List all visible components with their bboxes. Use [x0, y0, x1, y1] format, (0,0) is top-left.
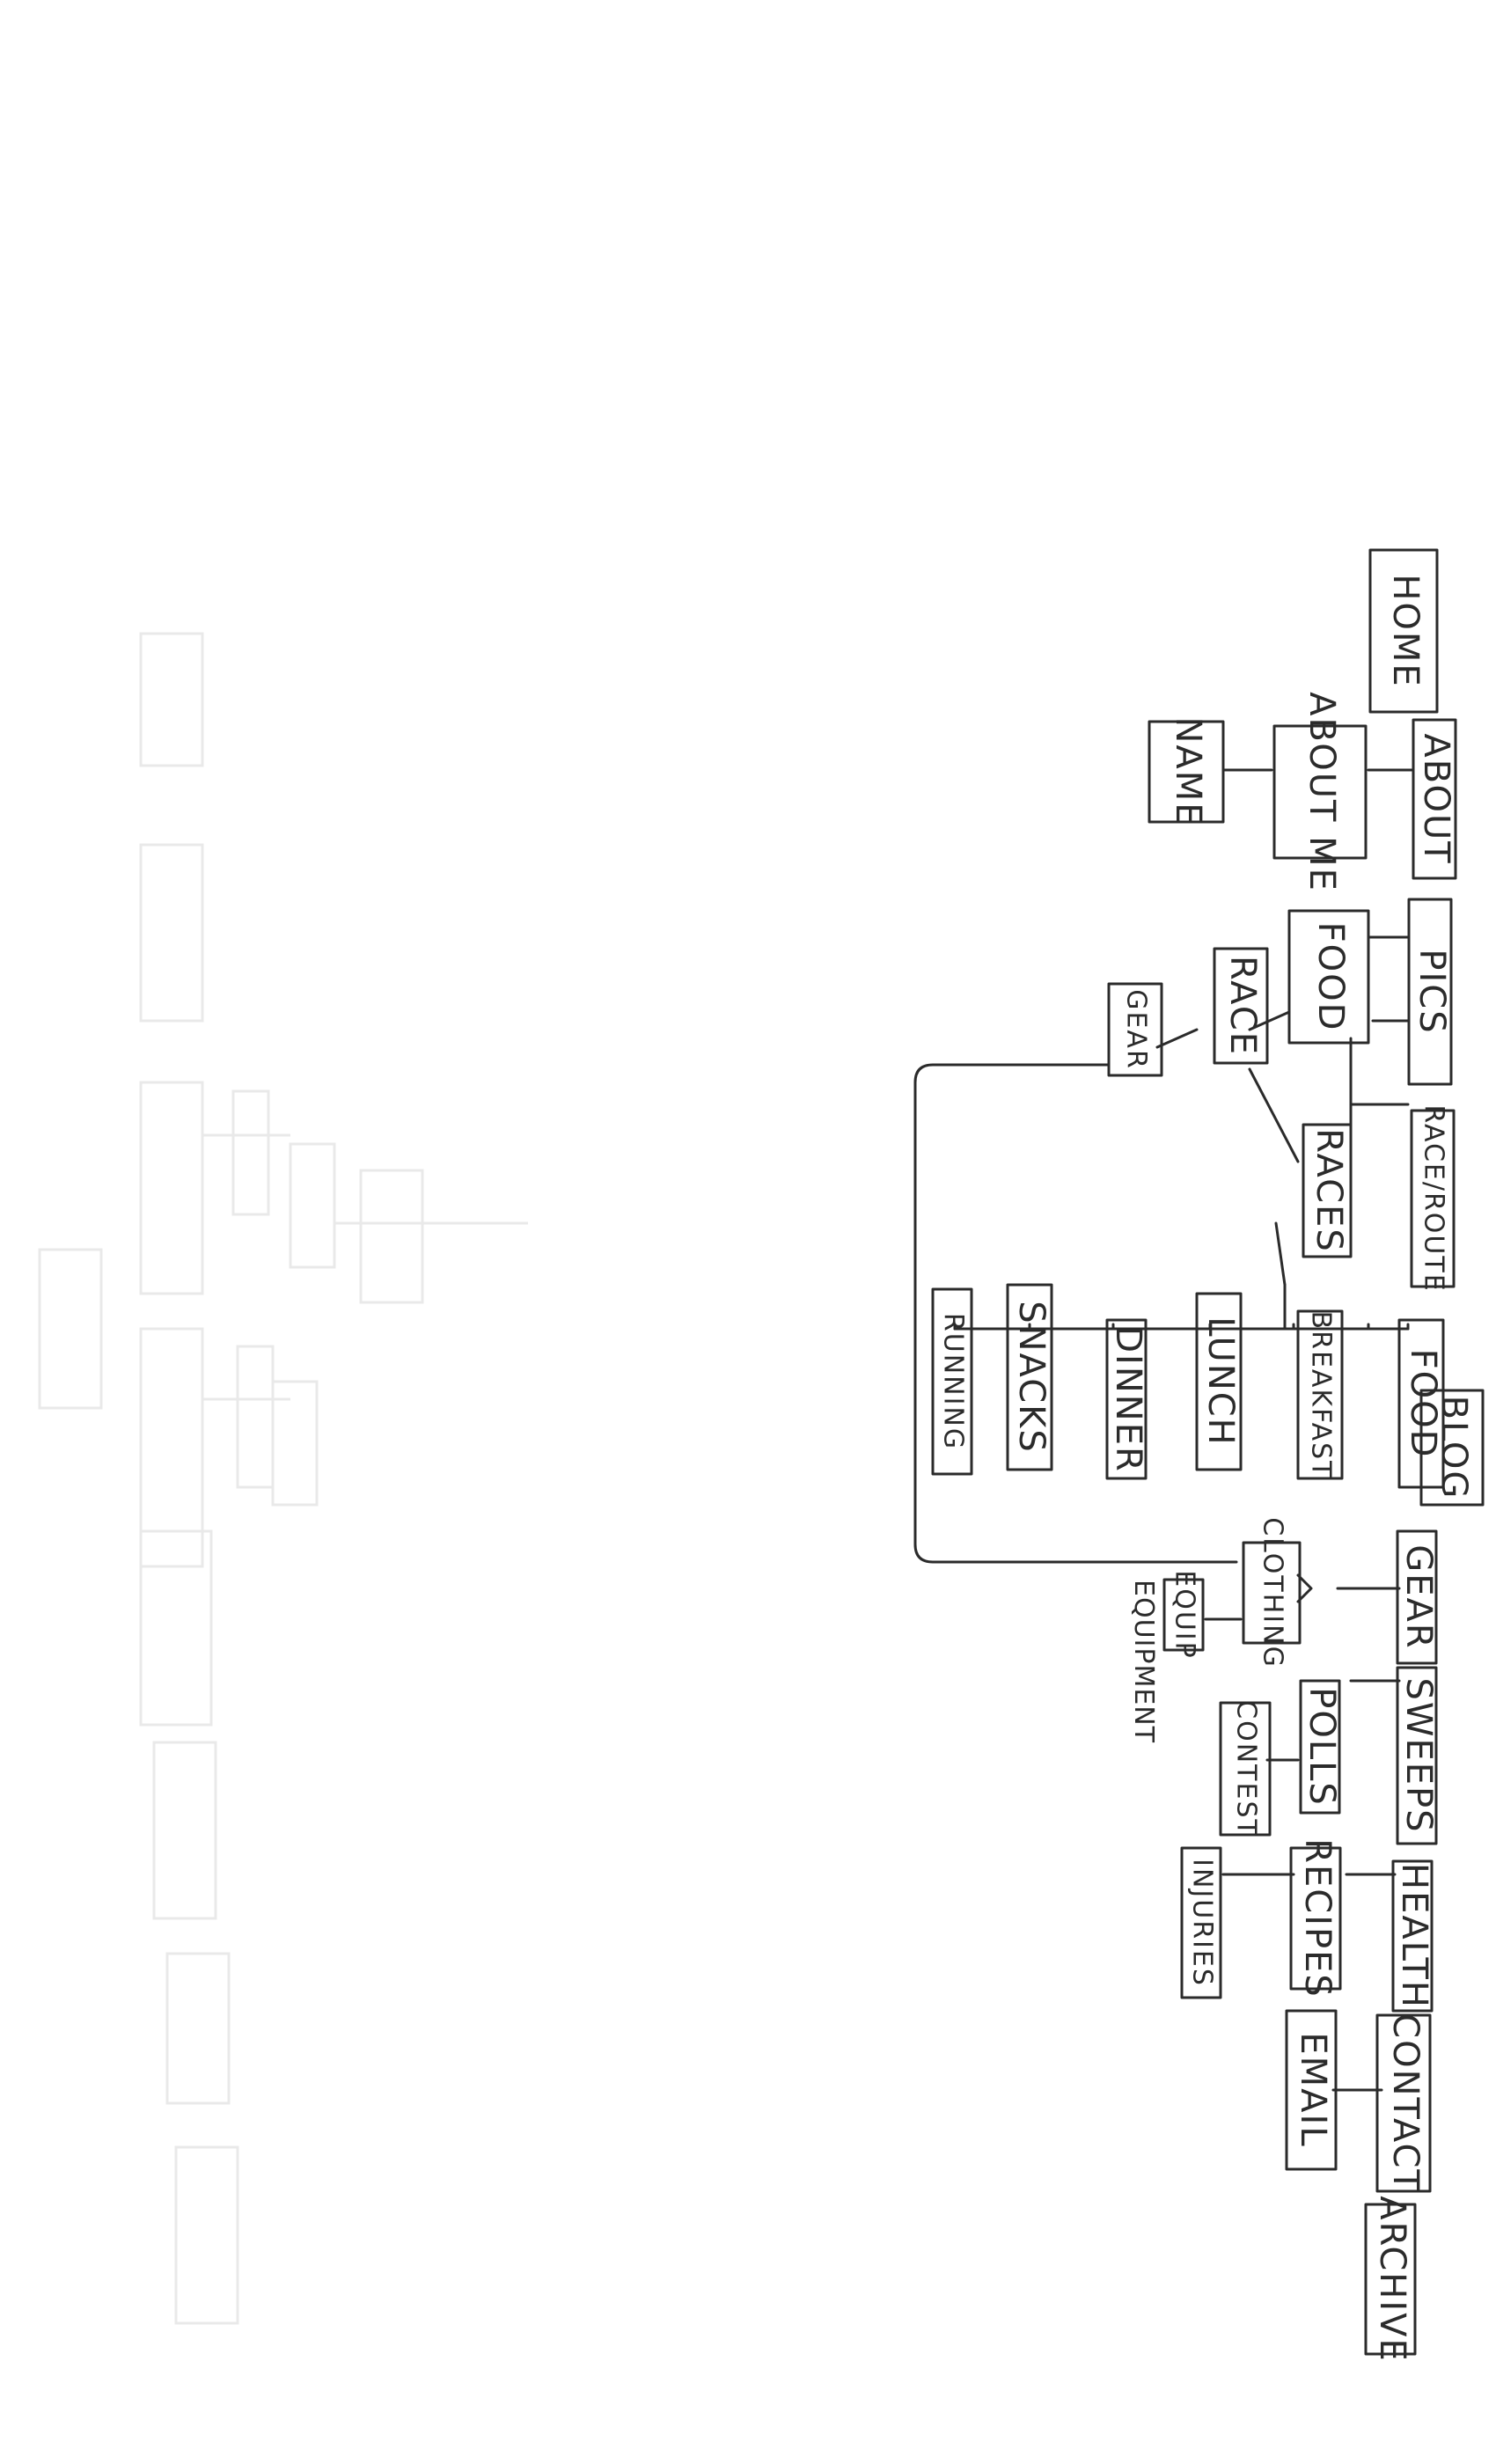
svg-text:RUNNING: RUNNING	[938, 1313, 969, 1450]
svg-text:POLLS: POLLS	[1302, 1687, 1342, 1807]
svg-text:HEALTH: HEALTH	[1394, 1863, 1434, 2009]
node-polls: POLLS	[1301, 1681, 1342, 1813]
node-email: EMAIL	[1287, 2011, 1336, 2169]
node-dinner: DINNER	[1107, 1320, 1148, 1478]
svg-text:ABOUT ME: ABOUT ME	[1302, 692, 1342, 892]
svg-text:RACE: RACE	[1222, 956, 1263, 1056]
svg-text:EQUIP: EQUIP	[1170, 1570, 1200, 1659]
node-archive: ARCHIVE	[1366, 2196, 1415, 2363]
svg-text:LUNCH: LUNCH	[1200, 1316, 1241, 1447]
node-pics-food: FOOD	[1289, 911, 1368, 1043]
node-pics-gear: GEAR	[1109, 984, 1162, 1075]
edge-race-gear	[1157, 1030, 1197, 1047]
svg-text:FOOD: FOOD	[1310, 922, 1351, 1032]
svg-text:GEAR: GEAR	[1398, 1544, 1439, 1649]
svg-text:RACES: RACES	[1309, 1128, 1349, 1252]
svg-text:NAME: NAME	[1168, 716, 1208, 826]
diagram-nodes: BLOG HOME ABOUT ABOUT ME NAME PICS FOOD	[933, 550, 1483, 2363]
node-lunch: LUNCH	[1197, 1294, 1241, 1470]
svg-text:CONTACT: CONTACT	[1385, 2013, 1426, 2193]
svg-text:INJURIES: INJURIES	[1187, 1859, 1218, 1987]
svg-text:ABOUT: ABOUT	[1416, 733, 1456, 864]
svg-text:PICS: PICS	[1412, 949, 1452, 1034]
node-sweeps: SWEEPS	[1397, 1668, 1439, 1844]
node-running: RUNNING	[933, 1289, 972, 1474]
svg-text:ARCHIVE: ARCHIVE	[1372, 2196, 1412, 2363]
node-contest: CONTEST	[1221, 1700, 1270, 1837]
svg-text:FOOD: FOOD	[1403, 1349, 1443, 1459]
svg-text:HOME: HOME	[1385, 574, 1426, 687]
node-snacks: SNACKS	[1008, 1285, 1052, 1470]
bleed-through-sketch	[40, 634, 528, 2323]
node-home: HOME	[1370, 550, 1437, 712]
edge-racerelease	[1276, 1223, 1285, 1285]
node-equip: EQUIP	[1164, 1570, 1203, 1659]
node-gear: GEAR	[1397, 1531, 1439, 1663]
node-injuries: INJURIES	[1182, 1848, 1221, 1998]
node-races: RACES	[1303, 1125, 1351, 1257]
node-health: HEALTH	[1393, 1861, 1434, 2011]
node-breakfast: BREAKFAST	[1298, 1311, 1342, 1479]
node-race-route: RACE/ROUTE	[1412, 1104, 1454, 1292]
svg-text:EMAIL: EMAIL	[1293, 2032, 1333, 2147]
node-pics-race: RACE	[1214, 949, 1267, 1063]
svg-text:RECIPES: RECIPES	[1297, 1838, 1338, 1998]
node-recipes: RECIPES	[1291, 1838, 1340, 1998]
svg-text:RACE/ROUTE: RACE/ROUTE	[1419, 1104, 1449, 1292]
svg-text:GEAR: GEAR	[1121, 989, 1152, 1070]
svg-text:SNACKS: SNACKS	[1011, 1301, 1052, 1454]
note-equipment: EQUIPMENT	[1128, 1580, 1159, 1743]
svg-text:DINNER: DINNER	[1108, 1325, 1148, 1473]
edge-raceroute-races	[1351, 1104, 1408, 1126]
node-pics: PICS	[1409, 899, 1452, 1084]
svg-text:BREAKFAST: BREAKFAST	[1306, 1311, 1337, 1479]
svg-text:SWEEPS: SWEEPS	[1398, 1678, 1439, 1834]
node-contact: CONTACT	[1377, 2013, 1430, 2193]
node-clothing: CLOTHING	[1243, 1517, 1300, 1668]
edge-race-races	[1250, 1069, 1298, 1162]
node-about-me: ABOUT ME	[1274, 692, 1366, 892]
svg-text:CLOTHING: CLOTHING	[1258, 1517, 1288, 1668]
svg-text:CONTEST: CONTEST	[1231, 1700, 1262, 1837]
node-name: NAME	[1149, 716, 1223, 826]
node-about: ABOUT	[1413, 720, 1456, 878]
